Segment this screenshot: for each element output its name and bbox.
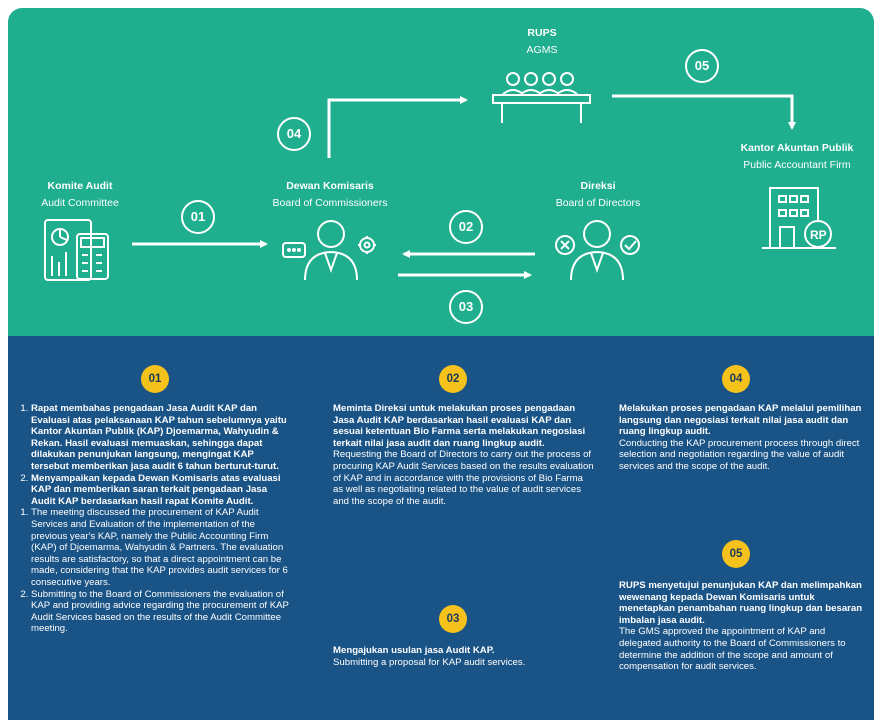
step-circle-03: 03 [449, 290, 483, 324]
detail-01-id-2: Menyampaikan kepada Dewan Komisaris atas… [31, 472, 281, 507]
detail-01-en-list: The meeting discussed the procurement of… [18, 507, 293, 635]
node-kap: Kantor Akuntan Publik Public Accountant … [722, 140, 872, 174]
arrow-04 [327, 96, 468, 158]
detail-03-id: Mengajukan usulan jasa Audit KAP. [333, 645, 495, 656]
detail-01-en-1: The meeting discussed the procurement of… [31, 507, 288, 588]
detail-text-05: RUPS menyetujui penunjukan KAP dan melim… [619, 580, 864, 673]
direksi-title: Direksi [580, 180, 616, 192]
detail-badge-04: 04 [722, 365, 750, 393]
rp-symbol: RP [810, 228, 827, 242]
detail-04-en: Conducting the KAP procurement process t… [619, 437, 860, 472]
kap-subtitle: Public Accountant Firm [743, 159, 851, 171]
step-circle-02: 02 [449, 210, 483, 244]
flow-panel [8, 8, 874, 338]
detail-badge-01: 01 [141, 365, 169, 393]
person-chat-gear-icon [282, 220, 376, 281]
detail-01-en-item: Submitting to the Board of Commissioners… [31, 589, 293, 635]
detail-01-id-list: Rapat membahas pengadaan Jasa Audit KAP … [18, 403, 293, 507]
detail-01-en-item: The meeting discussed the procurement of… [31, 507, 293, 588]
detail-01-en-2: Submitting to the Board of Commissioners… [31, 588, 289, 635]
step-circle-04: 04 [277, 117, 311, 151]
details-panel [8, 336, 874, 720]
detail-text-04: Melakukan proses pengadaan KAP melalui p… [619, 403, 864, 473]
detail-text-03: Mengajukan usulan jasa Audit KAP. Submit… [333, 645, 595, 668]
building-rp-icon [762, 187, 836, 249]
detail-badge-05: 05 [722, 540, 750, 568]
detail-02-id: Meminta Direksi untuk melakukan proses p… [333, 403, 586, 449]
detail-badge-02: 02 [439, 365, 467, 393]
audit-subtitle: Audit Committee [41, 197, 119, 209]
detail-badge-03: 03 [439, 605, 467, 633]
node-dewan: Dewan Komisaris Board of Commissioners [258, 178, 402, 212]
detail-05-id: RUPS menyetujui penunjukan KAP dan melim… [619, 580, 863, 626]
detail-01-id-item: Menyampaikan kepada Dewan Komisaris atas… [31, 473, 293, 508]
meeting-table-icon [492, 72, 591, 123]
detail-text-02: Meminta Direksi untuk melakukan proses p… [333, 403, 595, 507]
step-circle-05: 05 [685, 49, 719, 83]
calculator-document-icon [44, 219, 109, 281]
person-x-check-icon [555, 220, 640, 281]
node-rups: RUPS AGMS [492, 25, 592, 59]
detail-01-id-item: Rapat membahas pengadaan Jasa Audit KAP … [31, 403, 293, 473]
detail-01-id-1: Rapat membahas pengadaan Jasa Audit KAP … [31, 403, 287, 472]
node-direksi: Direksi Board of Directors [536, 178, 660, 212]
detail-04-id: Melakukan proses pengadaan KAP melalui p… [619, 403, 862, 438]
arrow-05 [612, 94, 796, 130]
detail-text-01: Rapat membahas pengadaan Jasa Audit KAP … [18, 403, 293, 635]
node-audit: Komite Audit Audit Committee [25, 178, 135, 212]
direksi-subtitle: Board of Directors [555, 197, 641, 209]
step-circle-01: 01 [181, 200, 215, 234]
detail-03-en: Submitting a proposal for KAP audit serv… [333, 656, 526, 668]
dewan-title: Dewan Komisaris [286, 180, 374, 192]
rups-subtitle: AGMS [526, 44, 558, 56]
detail-05-en: The GMS approved the appointment of KAP … [619, 626, 846, 673]
audit-title: Komite Audit [47, 180, 113, 192]
flow-diagram: RP [44, 72, 836, 281]
kap-title: Kantor Akuntan Publik [740, 142, 854, 154]
rups-title: RUPS [527, 27, 557, 39]
dewan-subtitle: Board of Commissioners [272, 197, 388, 209]
detail-02-en: Requesting the Board of Directors to car… [333, 449, 594, 507]
